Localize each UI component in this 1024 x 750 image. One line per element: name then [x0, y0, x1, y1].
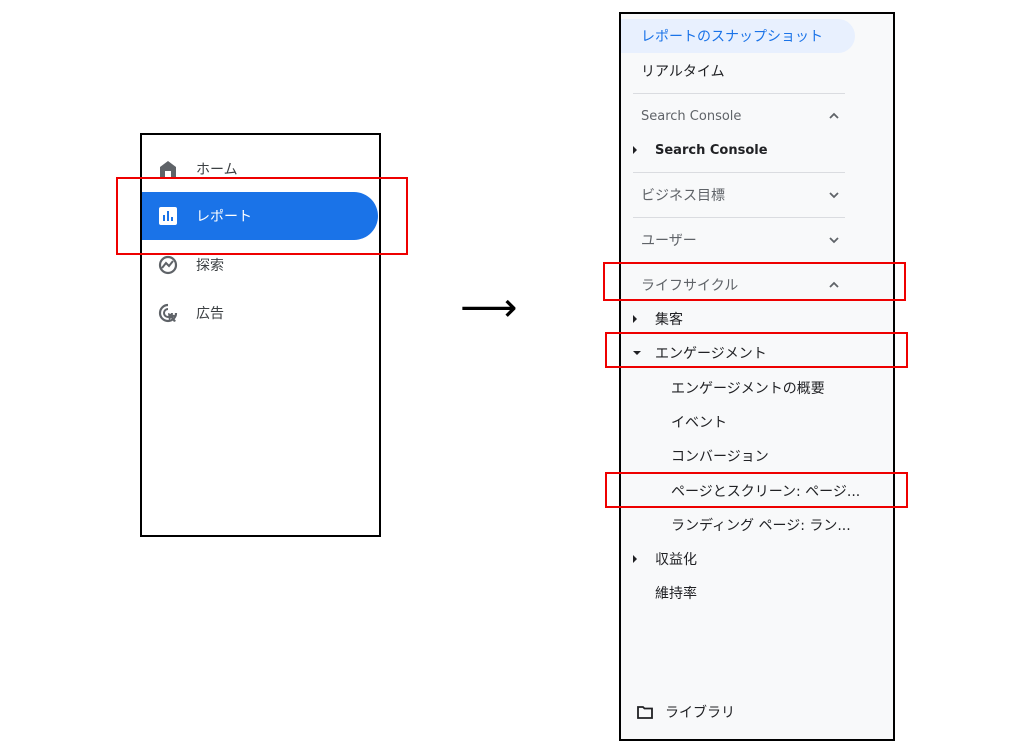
expand-arrow-icon — [633, 146, 637, 154]
nav-item-explore[interactable]: 探索 — [142, 241, 379, 289]
nav-label: エンゲージメントの概要 — [671, 381, 825, 397]
expand-arrow-icon — [633, 555, 637, 563]
nav-label: ランディング ページ: ラン... — [671, 518, 851, 534]
annotation-box-pages-screens — [605, 472, 908, 508]
nav-label: レポートのスナップショット — [641, 29, 823, 45]
bar-chart-icon — [158, 206, 178, 226]
nav-events[interactable]: イベント — [621, 405, 893, 439]
nav-search-console[interactable]: Search Console — [621, 133, 893, 167]
folder-icon — [637, 706, 653, 719]
nav-label: ライブラリ — [665, 705, 735, 721]
nav-library[interactable]: ライブラリ — [621, 695, 893, 729]
nav-conversions[interactable]: コンバージョン — [621, 439, 893, 473]
arrow-icon: ⟶ — [460, 285, 518, 331]
nav-item-label: レポート — [196, 209, 252, 225]
ads-icon — [158, 303, 178, 323]
nav-monetization[interactable]: 収益化 — [621, 542, 893, 576]
nav-item-home[interactable]: ホーム — [142, 145, 379, 193]
nav-snapshot[interactable]: レポートのスナップショット — [621, 19, 893, 53]
nav-label: コンバージョン — [671, 449, 769, 465]
section-user[interactable]: ユーザー — [621, 223, 893, 257]
reports-nav-panel: レポートのスナップショット リアルタイム Search Console Sear… — [619, 12, 895, 741]
nav-label: 集客 — [655, 312, 683, 328]
nav-label: Search Console — [655, 142, 768, 158]
nav-item-label: 広告 — [196, 306, 224, 322]
explore-icon — [158, 255, 178, 275]
nav-realtime[interactable]: リアルタイム — [621, 54, 893, 88]
nav-engagement[interactable]: エンゲージメント — [621, 336, 893, 370]
divider — [633, 93, 845, 94]
nav-retention[interactable]: 維持率 — [621, 576, 893, 610]
nav-label: 維持率 — [655, 586, 697, 602]
divider — [633, 172, 845, 173]
left-nav-panel: ホーム レポート 探索 広告 — [140, 133, 381, 537]
nav-label: ページとスクリーン: ページ... — [671, 484, 861, 500]
nav-item-ads[interactable]: 広告 — [142, 289, 379, 337]
chevron-up-icon — [829, 112, 839, 119]
section-business-goals[interactable]: ビジネス目標 — [621, 178, 893, 212]
section-label: ユーザー — [641, 233, 697, 249]
chevron-down-icon — [829, 237, 839, 244]
nav-pages-screens[interactable]: ページとスクリーン: ページ... — [621, 474, 893, 508]
section-label: ライフサイクル — [641, 278, 739, 294]
section-label: Search Console — [641, 108, 742, 124]
nav-engagement-overview[interactable]: エンゲージメントの概要 — [621, 371, 893, 405]
section-lifecycle[interactable]: ライフサイクル — [621, 268, 893, 302]
annotation-box-lifecycle — [603, 262, 906, 301]
nav-item-reports[interactable]: レポート — [142, 192, 378, 240]
chevron-down-icon — [829, 192, 839, 199]
nav-acquisition[interactable]: 集客 — [621, 302, 893, 336]
expand-arrow-icon — [633, 315, 637, 323]
collapse-arrow-icon — [633, 351, 641, 355]
chevron-up-icon — [829, 281, 839, 288]
nav-label: 収益化 — [655, 552, 697, 568]
nav-label: リアルタイム — [641, 64, 725, 80]
annotation-box-reports — [116, 177, 408, 255]
divider — [633, 217, 845, 218]
nav-landing-page[interactable]: ランディング ページ: ラン... — [621, 508, 893, 542]
annotation-box-engagement — [605, 332, 908, 368]
nav-item-label: 探索 — [196, 258, 224, 274]
home-icon — [158, 159, 178, 179]
nav-label: イベント — [671, 415, 727, 431]
section-label: ビジネス目標 — [641, 188, 725, 204]
section-search-console[interactable]: Search Console — [621, 99, 893, 133]
nav-item-label: ホーム — [196, 162, 238, 178]
snapshot-highlight — [621, 19, 855, 53]
nav-label: エンゲージメント — [655, 346, 767, 362]
